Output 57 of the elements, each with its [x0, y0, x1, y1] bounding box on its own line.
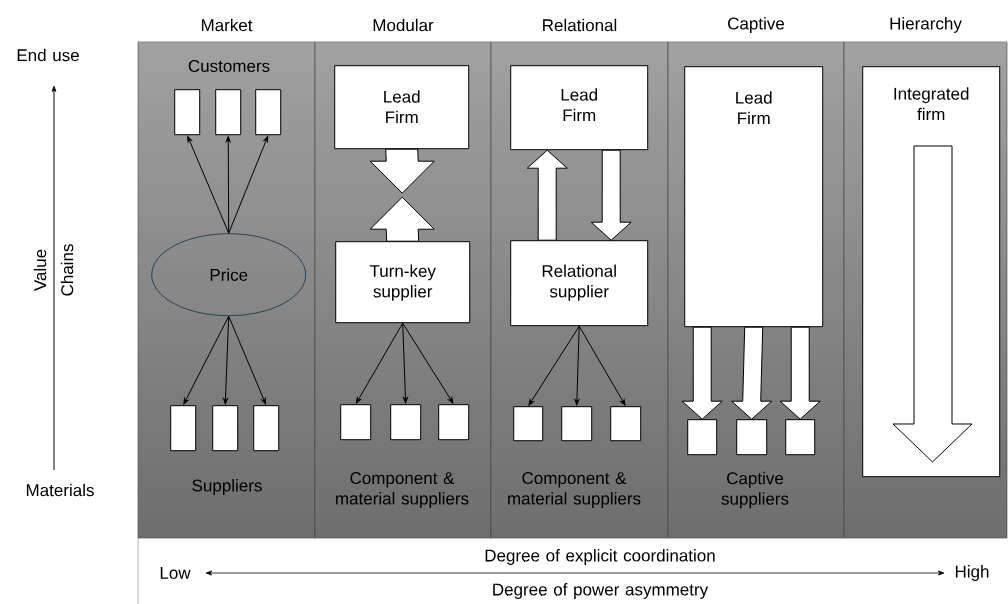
- axis-label: Chains: [60, 244, 74, 296]
- arrow: [355, 322, 404, 404]
- group-label: Suppliers: [192, 479, 262, 495]
- supplier-box: [253, 405, 280, 452]
- arrow: [228, 315, 267, 405]
- axis-label: Materials: [26, 483, 94, 497]
- arrow: [187, 136, 230, 234]
- firm-box: Turn-key supplier: [335, 241, 471, 324]
- arrow: [574, 325, 580, 406]
- supplier-box: [561, 406, 593, 442]
- arrow: [402, 322, 408, 404]
- group-label: Component & material suppliers: [508, 472, 641, 508]
- column-heading: Captive: [728, 17, 785, 33]
- axis-label: Degree of power asymmetry: [493, 583, 709, 599]
- supplier-box: [687, 419, 718, 456]
- block-arrow: [526, 149, 568, 241]
- block-arrow: [779, 326, 821, 420]
- arrow: [578, 325, 626, 406]
- supplier-box: [174, 89, 201, 136]
- firm-box: Relational supplier: [510, 240, 649, 327]
- firm-box: Lead Firm: [510, 65, 649, 151]
- arrow: [228, 136, 269, 234]
- column-heading: Hierarchy: [890, 17, 962, 33]
- supplier-box: [736, 419, 768, 456]
- axis-label: High: [955, 565, 989, 581]
- block-arrow: [369, 148, 435, 194]
- arrow: [402, 322, 454, 404]
- arrow: [528, 325, 580, 406]
- axis-label: Low: [160, 567, 191, 579]
- arrow: [223, 315, 230, 405]
- arrow: [225, 136, 231, 234]
- supplier-box: [170, 405, 197, 452]
- firm-box: Lead Firm: [684, 66, 824, 328]
- block-arrow: [731, 326, 773, 420]
- supplier-box: [513, 406, 544, 442]
- column-heading: Relational: [543, 18, 617, 32]
- column-heading: Market: [201, 18, 253, 32]
- axis-label: Value: [33, 249, 47, 292]
- group-label: Captive suppliers: [721, 471, 789, 509]
- arrow: [183, 315, 230, 405]
- supplier-box: [438, 404, 470, 441]
- supplier-box: [212, 405, 239, 452]
- supplier-box: [215, 89, 242, 136]
- block-arrow: [590, 149, 632, 241]
- group-label: Customers: [188, 60, 270, 72]
- supplier-box: [610, 406, 642, 442]
- supplier-box: [255, 89, 282, 136]
- supplier-box: [390, 404, 422, 441]
- column-heading: Modular: [373, 18, 434, 32]
- group-label: Component & material suppliers: [336, 472, 469, 508]
- block-arrow: [681, 326, 723, 420]
- block-arrow: [369, 196, 435, 242]
- axis-label: End use: [17, 48, 79, 62]
- firm-box: Lead Firm: [334, 65, 470, 150]
- supplier-box: [340, 404, 372, 441]
- supplier-box: [785, 419, 816, 456]
- axis-label: Degree of explicit coordination: [485, 549, 715, 565]
